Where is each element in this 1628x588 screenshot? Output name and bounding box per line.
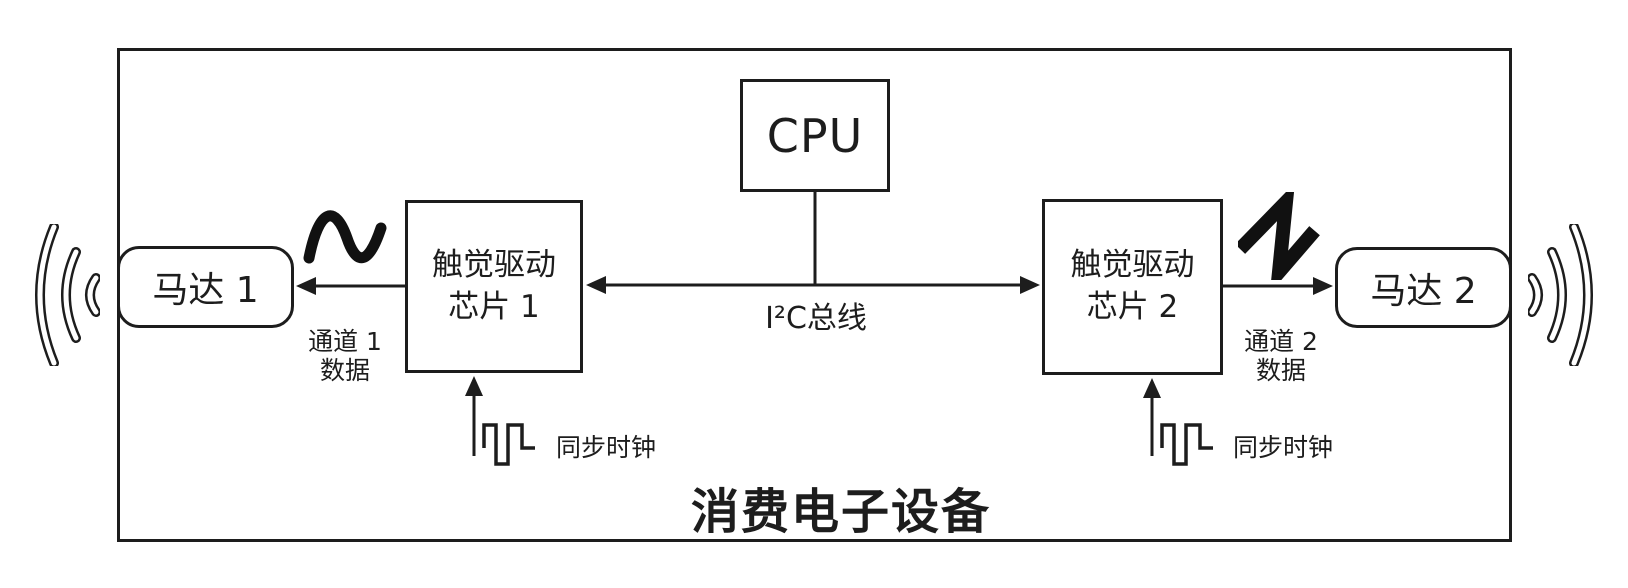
clock-pulse-icon	[482, 423, 535, 466]
i2c-bus-label: I²C总线	[765, 301, 867, 336]
channel1-data-label: 通道 1 数据	[308, 327, 382, 385]
vibration-waves-left-icon	[35, 224, 100, 366]
sync-clock2-label: 同步时钟	[1233, 433, 1334, 462]
clock-pulse-icon	[1160, 423, 1213, 466]
haptic-driver-chip2-node: 触觉驱动 芯片 2	[1042, 199, 1223, 375]
motor2-label: 马达 2	[1370, 270, 1477, 312]
channel1-label-line2: 数据	[319, 356, 371, 385]
channel2-data-label: 通道 2 数据	[1244, 327, 1318, 385]
sync-clock1-label: 同步时钟	[556, 433, 657, 462]
cpu-label: CPU	[766, 108, 864, 163]
channel2-label-line2: 数据	[1255, 356, 1307, 385]
chip2-label-line1: 触觉驱动	[1070, 247, 1195, 284]
motor1-label: 马达 1	[152, 270, 259, 311]
device-title-label: 消费电子设备	[690, 484, 992, 540]
sine-wave-icon	[303, 210, 387, 264]
chip1-label-line1: 触觉驱动	[432, 246, 556, 283]
vibration-waves-right-icon	[1528, 224, 1593, 366]
chip1-label-line2: 芯片 1	[448, 288, 540, 325]
zigzag-wave-icon	[1238, 192, 1320, 280]
motor2-node: 马达 2	[1335, 247, 1512, 328]
haptic-driver-chip1-node: 触觉驱动 芯片 1	[405, 200, 583, 373]
cpu-node: CPU	[740, 79, 890, 192]
channel1-label-line1: 通道 1	[308, 327, 382, 356]
channel2-label-line1: 通道 2	[1244, 327, 1318, 356]
chip2-label-line2: 芯片 2	[1086, 289, 1179, 325]
motor1-node: 马达 1	[117, 246, 294, 328]
